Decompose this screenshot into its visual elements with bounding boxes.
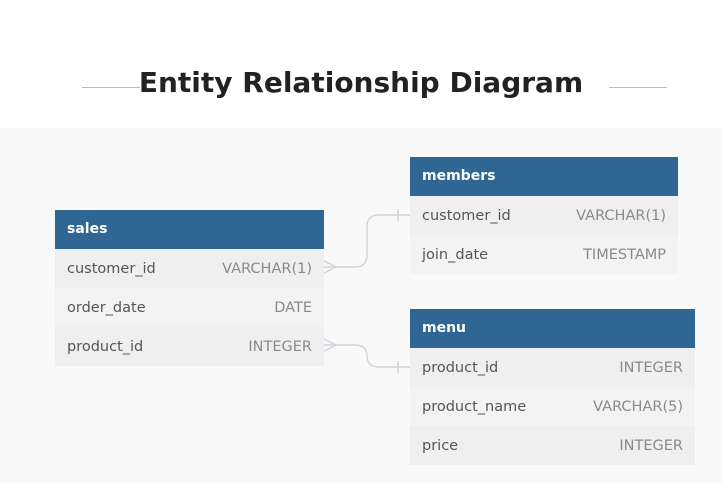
table-row[interactable]: join_date TIMESTAMP	[410, 235, 678, 274]
page-header: Entity Relationship Diagram	[0, 0, 722, 128]
table-row[interactable]: product_id INTEGER	[55, 327, 324, 366]
table-row[interactable]: customer_id VARCHAR(1)	[55, 249, 324, 288]
column-type: VARCHAR(1)	[222, 260, 312, 277]
column-type: INTEGER	[619, 359, 683, 376]
column-type: VARCHAR(1)	[576, 207, 666, 224]
many-crowfoot-sales-menu	[323, 338, 338, 352]
table-menu[interactable]: menu product_id INTEGER product_name VAR…	[410, 309, 695, 465]
column-name: product_id	[422, 359, 499, 376]
relation-sales-menu	[324, 344, 410, 368]
table-row[interactable]: product_id INTEGER	[410, 348, 695, 387]
table-row[interactable]: order_date DATE	[55, 288, 324, 327]
table-sales-header[interactable]: sales	[55, 210, 324, 249]
title-left-divider	[82, 87, 140, 88]
table-members-header[interactable]: members	[410, 157, 678, 196]
table-members[interactable]: members customer_id VARCHAR(1) join_date…	[410, 157, 678, 274]
column-type: INTEGER	[619, 437, 683, 454]
column-type: DATE	[274, 299, 312, 316]
table-menu-header[interactable]: menu	[410, 309, 695, 348]
column-name: product_id	[67, 338, 144, 355]
title-right-divider	[609, 87, 667, 88]
column-name: customer_id	[422, 207, 511, 224]
column-type: INTEGER	[248, 338, 312, 355]
table-sales[interactable]: sales customer_id VARCHAR(1) order_date …	[55, 210, 324, 366]
table-row[interactable]: price INTEGER	[410, 426, 695, 465]
column-name: product_name	[422, 398, 527, 415]
column-type: TIMESTAMP	[583, 246, 666, 263]
column-name: order_date	[67, 299, 146, 316]
column-name: price	[422, 437, 459, 454]
relation-sales-members	[324, 214, 410, 268]
diagram-title: Entity Relationship Diagram	[138, 66, 584, 99]
column-type: VARCHAR(5)	[593, 398, 683, 415]
column-name: join_date	[422, 246, 489, 263]
table-row[interactable]: customer_id VARCHAR(1)	[410, 196, 678, 235]
column-name: customer_id	[67, 260, 156, 277]
table-row[interactable]: product_name VARCHAR(5)	[410, 387, 695, 426]
many-crowfoot-sales-members	[323, 260, 338, 274]
